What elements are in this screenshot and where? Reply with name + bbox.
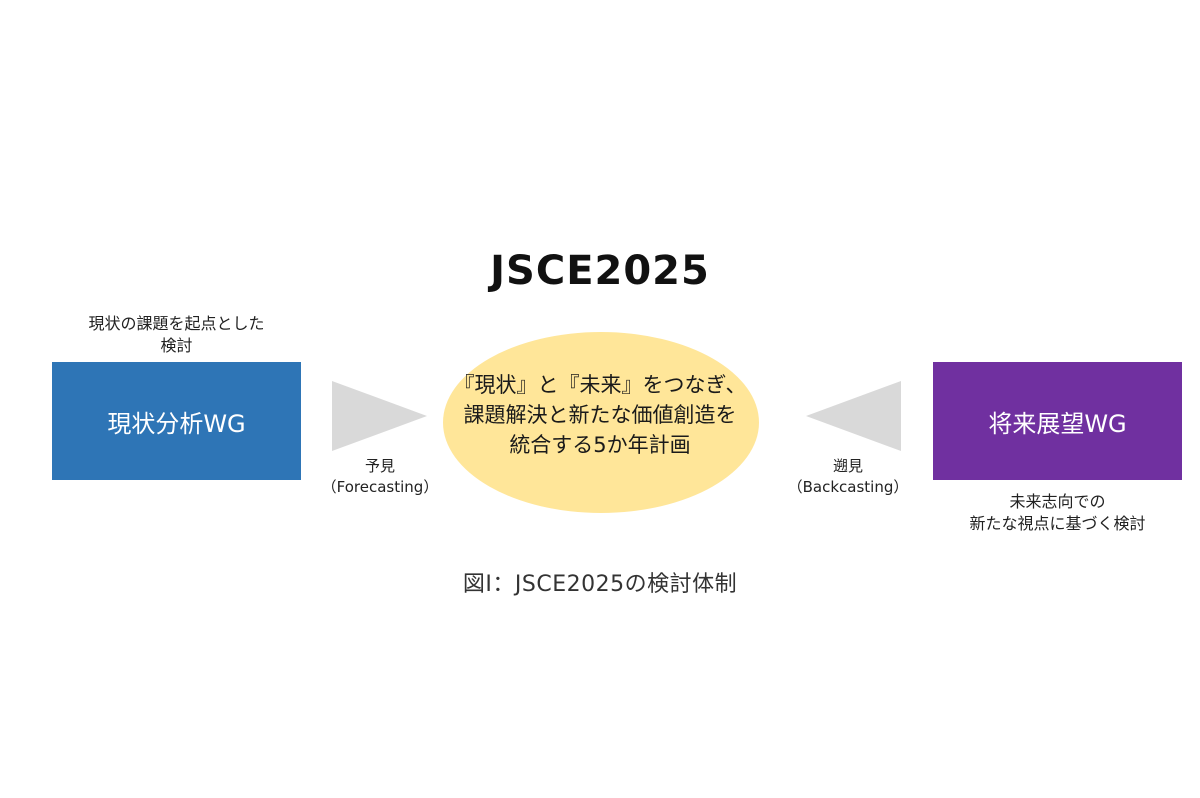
right-wg-note-line2: 新たな視点に基づく検討 (969, 514, 1146, 533)
future-outlook-wg-box: 将来展望WG (933, 362, 1182, 480)
future-outlook-wg-label: 将来展望WG (988, 409, 1127, 438)
center-text-line3: 統合する5か年計画 (509, 433, 691, 457)
left-wg-note: 現状の課題を起点とした 検討 (52, 313, 301, 357)
backcasting-label-line1: 遡見 (832, 457, 863, 475)
backcasting-label: 遡見 （Backcasting） (773, 456, 923, 498)
forecasting-arrow-icon (332, 381, 427, 451)
current-analysis-wg-label: 現状分析WG (107, 409, 246, 438)
current-analysis-wg-box: 現状分析WG (52, 362, 301, 480)
right-wg-note-line1: 未来志向での (1009, 492, 1106, 511)
center-ellipse (443, 332, 759, 513)
right-wg-note: 未来志向での 新たな視点に基づく検討 (933, 491, 1182, 535)
forecasting-label-line2: （Forecasting） (321, 478, 439, 496)
diagram-title: JSCE2025 (490, 248, 710, 294)
center-text-line1: 『現状』と『未来』をつなぎ、 (453, 373, 747, 397)
backcasting-label-line2: （Backcasting） (787, 478, 909, 496)
forecasting-label: 予見 （Forecasting） (305, 456, 455, 498)
figure-caption: 図Ⅰ：JSCE2025の検討体制 (462, 572, 738, 597)
backcasting-arrow-icon (806, 381, 901, 451)
left-wg-note-line1: 現状の課題を起点とした (88, 314, 265, 333)
left-wg-note-line2: 検討 (160, 336, 193, 355)
center-text-line2: 課題解決と新たな価値創造を (463, 403, 737, 427)
center-text: 『現状』と『未来』をつなぎ、 課題解決と新たな価値創造を 統合する5か年計画 (430, 370, 770, 460)
forecasting-label-line1: 予見 (364, 457, 395, 475)
